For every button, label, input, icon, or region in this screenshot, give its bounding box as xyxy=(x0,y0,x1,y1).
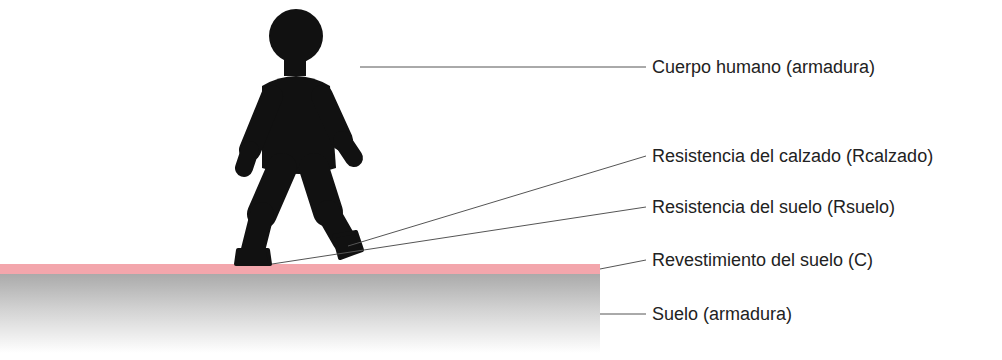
human-silhouette xyxy=(236,9,362,264)
part-label: Revestimiento del suelo (C) xyxy=(652,249,873,271)
part-label: Resistencia del suelo (Rsuelo) xyxy=(652,196,895,218)
part-label: Suelo (armadura) xyxy=(652,303,792,325)
floor-covering xyxy=(0,264,600,274)
part-label: Cuerpo humano (armadura) xyxy=(652,56,875,78)
leader-lines xyxy=(272,67,646,314)
part-label: Resistencia del calzado (Rcalzado) xyxy=(652,145,933,167)
floor-slab xyxy=(0,273,600,353)
